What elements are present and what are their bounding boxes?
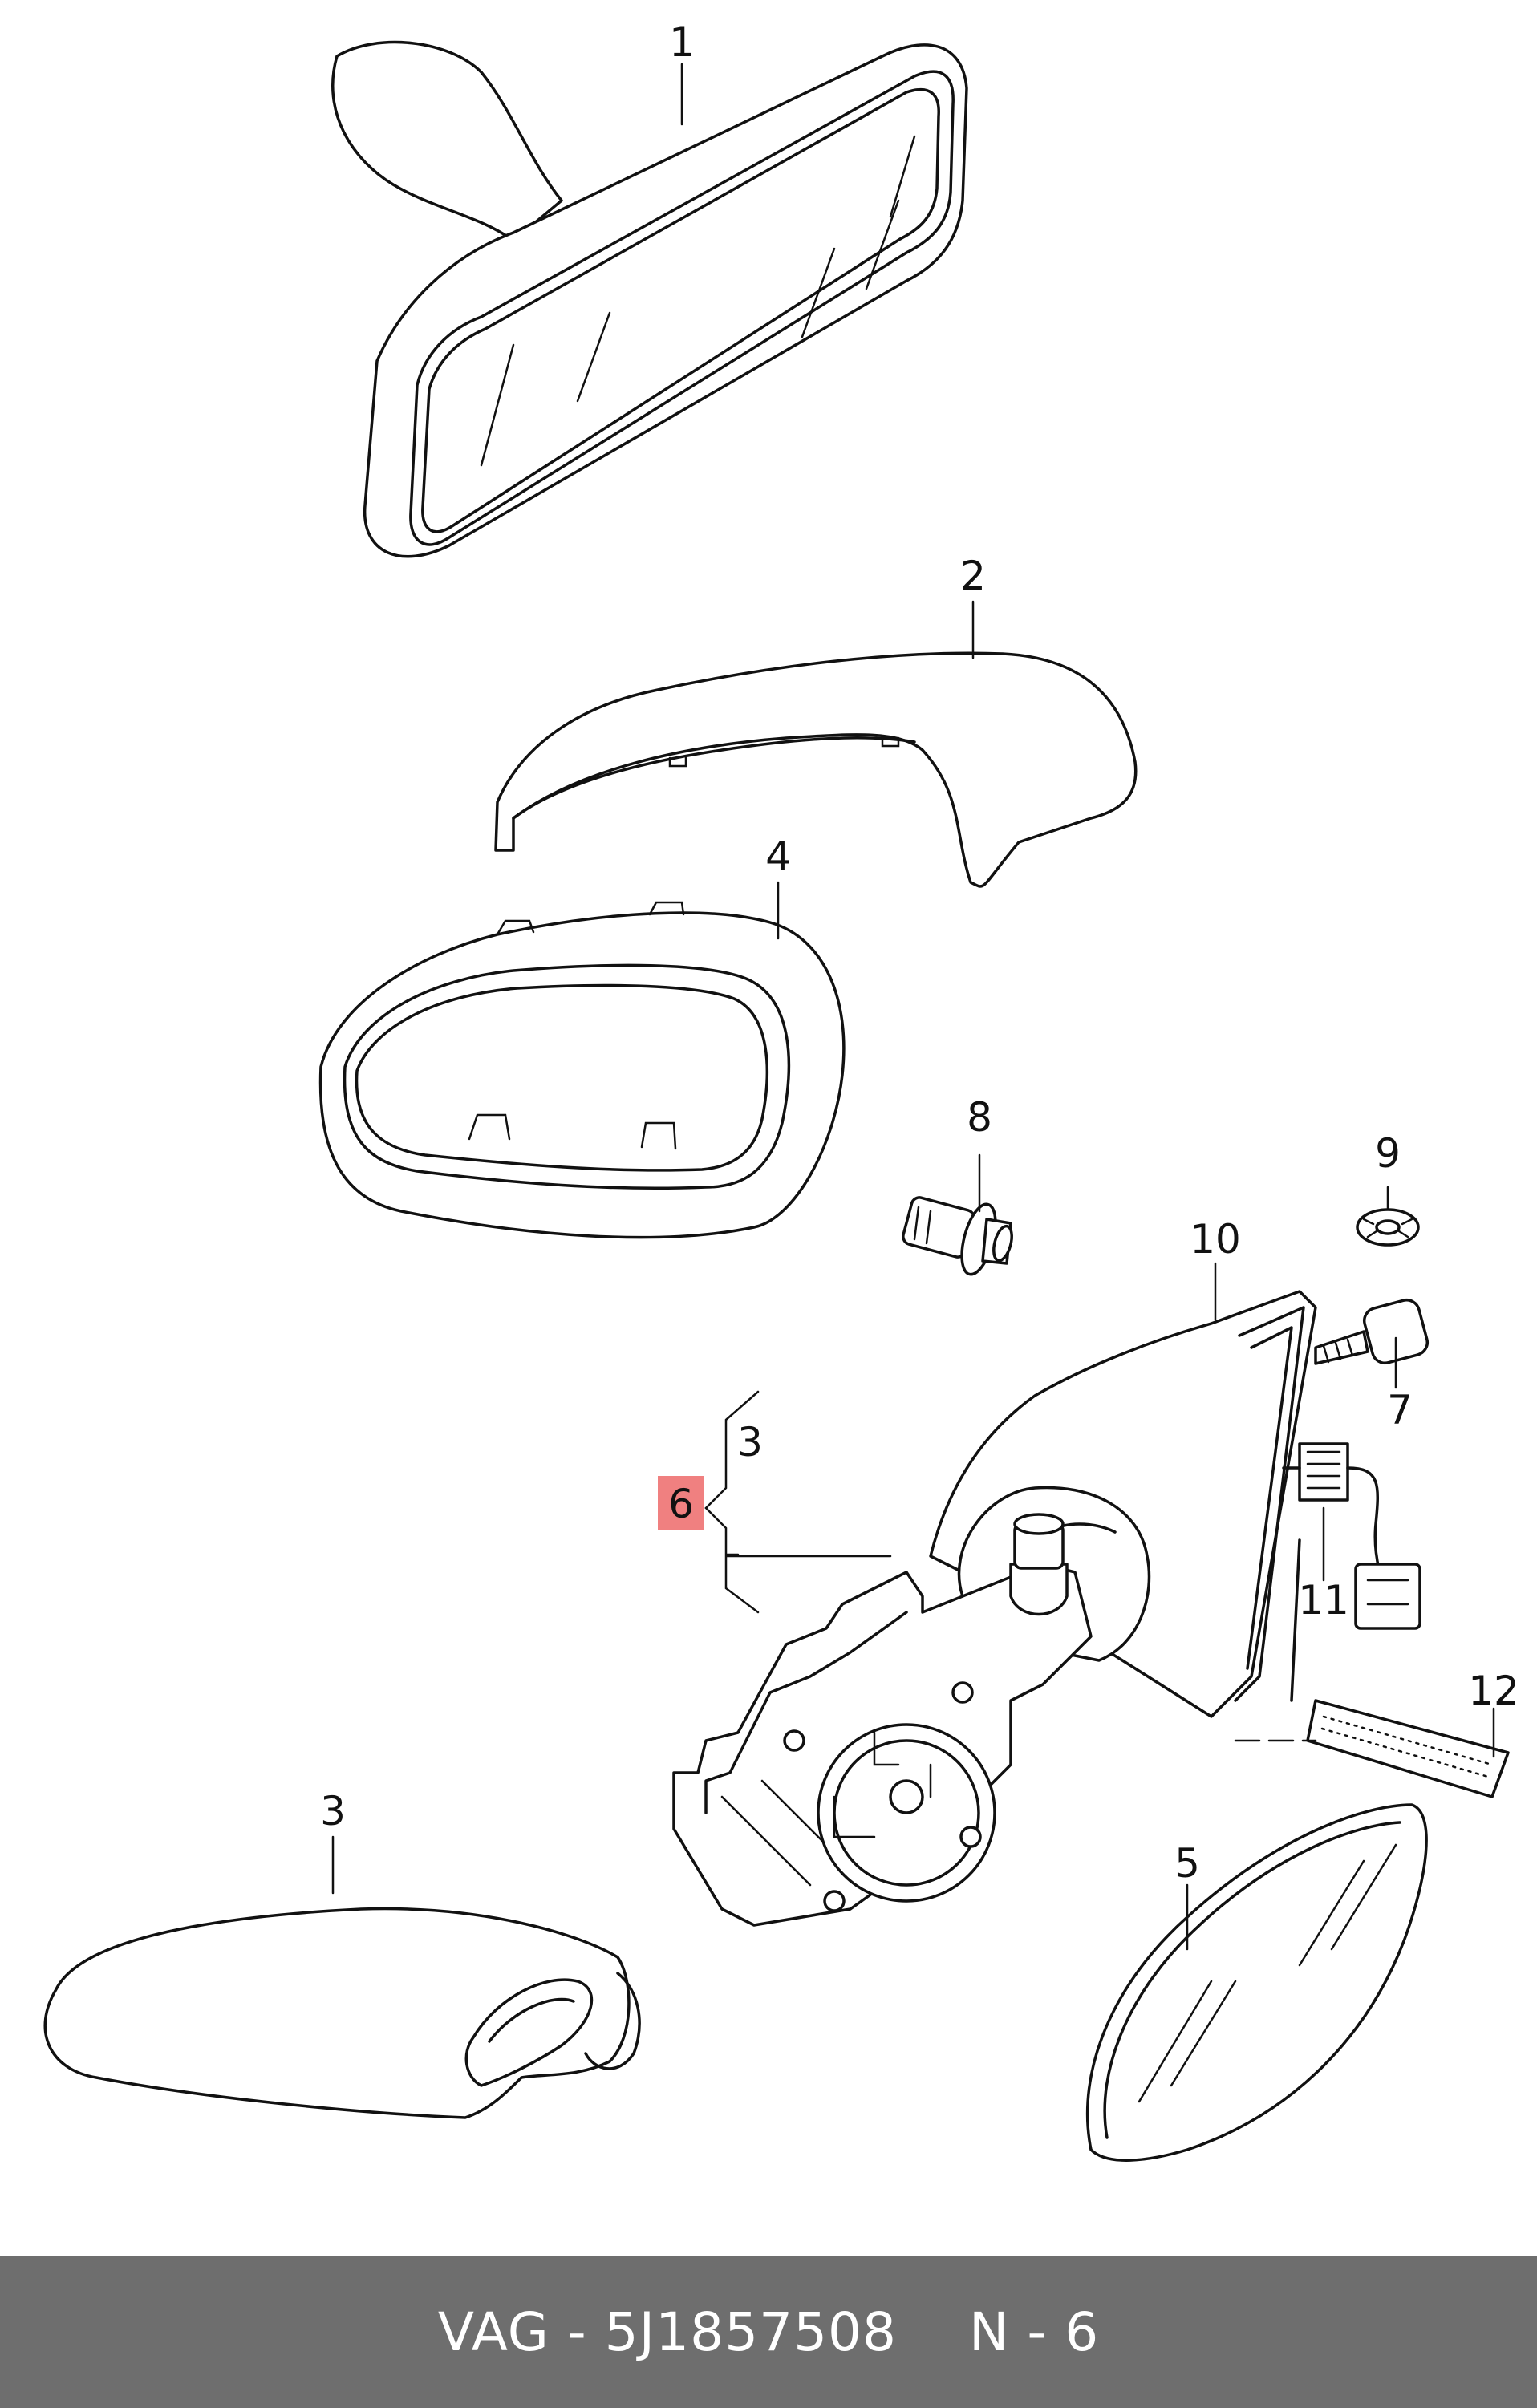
mirror-cover-part-3: [43, 1907, 641, 2119]
callout-6: 6: [668, 1481, 694, 1527]
mirror-housing-part-4: [318, 901, 846, 1239]
washer-part-9: [1356, 1208, 1420, 1247]
callout-3-upper: 3: [737, 1419, 763, 1465]
callout-12: 12: [1468, 1668, 1519, 1714]
page-reference: N - 6: [969, 2301, 1100, 2363]
callout-8: 8: [967, 1094, 992, 1141]
clip-part-8: [902, 1196, 1013, 1276]
wiring-harness-part-11: [1282, 1442, 1421, 1702]
callout-7: 7: [1387, 1387, 1413, 1433]
adjustment-motor-part-6: [672, 1513, 1093, 1927]
part-6-highlight: [658, 1476, 704, 1530]
callout-2: 2: [960, 553, 986, 599]
callout-1: 1: [669, 19, 695, 66]
leader-lines: [331, 63, 1495, 1951]
callout-labels: 1 2 4 8 9 10 7 3 6 11 12 5 3: [320, 19, 1519, 1887]
interior-mirror-part-1: [331, 40, 968, 558]
footer-bar: VAG - 5J1857508 N - 6: [0, 2256, 1537, 2408]
callout-9: 9: [1375, 1130, 1401, 1177]
parts-diagram: 1 2 4 8 9 10 7 3 6 11 12 5 3: [43, 19, 1519, 2162]
callout-4: 4: [765, 833, 791, 880]
callout-3-lower: 3: [320, 1788, 346, 1834]
screw-part-7: [1314, 1298, 1430, 1365]
adhesive-strip-part-12: [1234, 1699, 1510, 1798]
callout-5: 5: [1174, 1840, 1200, 1887]
callout-10: 10: [1190, 1216, 1241, 1263]
mirror-cap-part-2: [494, 651, 1138, 888]
mirror-glass-part-5: [1085, 1803, 1428, 2162]
callout-11: 11: [1298, 1577, 1349, 1624]
brand-part-number: VAG - 5J1857508: [437, 2301, 898, 2363]
